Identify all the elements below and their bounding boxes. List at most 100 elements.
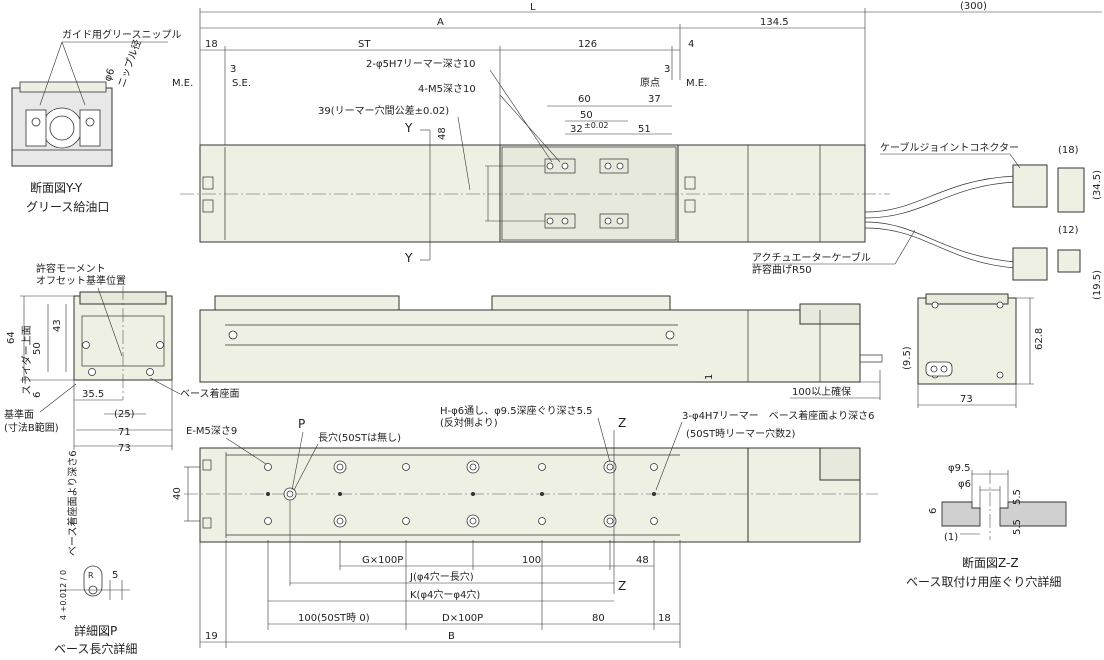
- yy-subtitle: グリース給油口: [26, 200, 109, 214]
- zz-dia-6: φ6: [958, 479, 971, 490]
- left-offset-label: オフセット基準位置: [36, 274, 126, 287]
- zz-dia-9-5: φ9.5: [948, 463, 971, 474]
- bottom-K: K(φ4穴ーφ4穴): [410, 588, 480, 601]
- side-view: 100以上確保 1: [199, 295, 883, 400]
- conn-18: (18): [1058, 145, 1079, 156]
- left-dim-25: (25): [114, 409, 135, 420]
- yy-title: 断面図Y-Y: [30, 180, 83, 195]
- callout-reamer: 2-φ5H7リーマー深さ10: [366, 58, 476, 70]
- bend-radius-label: 許容曲げR50: [752, 263, 812, 276]
- dim-L: L: [530, 2, 536, 13]
- bottom-G: G×100P: [362, 555, 403, 566]
- dim-37: 37: [648, 94, 661, 105]
- bottom-dim-40: 40: [172, 487, 183, 500]
- left-base-mount: ベース着座面: [180, 387, 240, 400]
- left-dim-43: 43: [52, 319, 63, 332]
- bottom-P: P: [298, 417, 305, 431]
- left-dim-50: 50: [32, 342, 43, 355]
- label-origin: 原点: [640, 77, 660, 89]
- dim-50: 50: [580, 110, 593, 121]
- bottom-Z-bottom: Z: [618, 579, 626, 593]
- dim-3a: 3: [230, 64, 236, 75]
- conn-12: (12): [1058, 225, 1079, 236]
- zz-5-5a: 5.5: [1012, 489, 1023, 505]
- cable-connector-label: ケーブルジョイントコネクター: [880, 141, 1019, 154]
- section-y-top: Y: [404, 121, 413, 135]
- yy-nipple-dia: φ6: [102, 67, 117, 83]
- section-zz: φ9.5 φ6 5.5 5.5 6 (1) 断面図Z-Z ベース取付け用座ぐり穴…: [906, 463, 1067, 589]
- dim-ST: ST: [358, 39, 371, 50]
- dim-60: 60: [578, 94, 591, 105]
- bottom-tap: E-M5深さ9: [186, 425, 237, 437]
- dim-3b: 3: [664, 64, 670, 75]
- dim-18: 18: [205, 39, 218, 50]
- dim-134-5: 134.5: [760, 17, 789, 28]
- right-dim-9-5: (9.5): [902, 346, 913, 370]
- label-me-right: M.E.: [686, 78, 707, 89]
- dim-32: 32: [570, 124, 583, 135]
- right-end-view: 62.8 (9.5) 73: [902, 293, 1045, 408]
- section-y-bottom: Y: [404, 251, 413, 265]
- dim-51: 51: [638, 124, 651, 135]
- detail-depth: ベース着座面より深さ6: [66, 450, 79, 556]
- callout-pitch: 39(リーマー穴間公差±0.02): [318, 104, 449, 117]
- dim-300: (300): [960, 1, 987, 12]
- dim-A: A: [437, 17, 444, 28]
- detail-subtitle: ベース長穴詳細: [54, 641, 137, 656]
- zz-title: 断面図Z-Z: [962, 555, 1019, 570]
- left-end-view: 許容モーメント オフセット基準位置 64 43 50 スライダー上面 6 35.…: [4, 262, 240, 454]
- left-moment-label: 許容モーメント: [36, 262, 106, 275]
- dim-48: 48: [437, 127, 448, 140]
- bottom-Z-top: Z: [618, 416, 626, 430]
- bottom-18: 18: [658, 613, 671, 624]
- bottom-100a: 100: [522, 555, 541, 566]
- bottom-B: B: [448, 631, 455, 642]
- left-slider-top: スライダー上面: [20, 325, 33, 395]
- bottom-80: 80: [592, 613, 605, 624]
- dim-4: 4: [688, 39, 694, 50]
- zz-5-5b: 5.5: [1012, 519, 1023, 535]
- bottom-D: D×100P: [442, 613, 483, 624]
- left-dim-35-5: 35.5: [82, 389, 104, 400]
- zz-subtitle: ベース取付け用座ぐり穴詳細: [906, 574, 1061, 589]
- top-dimensions: L (300) A 134.5 18 ST 126 4 3 3 M.E. S.E…: [172, 1, 1102, 150]
- bottom-reamer-note: (50ST時リーマー穴数2): [686, 427, 795, 440]
- left-dim-6: 6: [32, 392, 43, 398]
- bottom-view: 40 E-M5深さ9 P 長穴(50STは無し) H-φ6通し、φ9.5深座ぐり…: [172, 404, 878, 648]
- detail-R: R: [88, 571, 94, 580]
- detail-tol: 4 +0.012 / 0: [59, 570, 68, 620]
- bottom-through-opposite: (反対側より): [440, 416, 498, 429]
- yy-nipple-label: ガイド用グリースニップル: [62, 28, 182, 41]
- left-dim-73: 73: [118, 443, 131, 454]
- zz-1: (1): [944, 532, 958, 543]
- conn-34-5: (34.5): [1092, 170, 1103, 200]
- actuator-cable-label: アクチュエーターケーブル: [752, 251, 871, 264]
- detail-p: 5 R 4 +0.012 / 0 ベース着座面より深さ6 詳細図P ベース長穴詳…: [54, 450, 137, 656]
- left-ref-label: 基準面: [4, 408, 34, 421]
- left-dim-64: 64: [6, 331, 17, 344]
- label-me-left: M.E.: [172, 78, 193, 89]
- left-dim-71: 71: [118, 427, 131, 438]
- right-dim-62-8: 62.8: [1034, 328, 1045, 350]
- detail-5: 5: [112, 570, 118, 581]
- conn-19-5: (19.5): [1092, 270, 1103, 300]
- bottom-19: 19: [205, 631, 218, 642]
- yy-nipple-dia-label: ニップル径: [115, 38, 144, 89]
- left-ref-range: (寸法B範囲): [4, 421, 59, 434]
- detail-title: 詳細図P: [74, 623, 117, 638]
- callout-tap: 4-M5深さ10: [418, 83, 476, 95]
- bottom-48: 48: [636, 555, 649, 566]
- side-dim-1: 1: [704, 374, 715, 380]
- label-se: S.E.: [232, 78, 251, 89]
- dim-32-tol: ±0.02: [584, 121, 609, 130]
- bottom-through: H-φ6通し、φ9.5深座ぐり深さ5.5: [440, 404, 593, 417]
- bottom-100b: 100(50ST時 0): [298, 612, 370, 624]
- section-yy: ガイド用グリースニップル φ6 ニップル径 断面図Y-Y グリース給油口: [11, 28, 182, 214]
- cables: ケーブルジョイントコネクター アクチュエーターケーブル 許容曲げR50 (18)…: [752, 141, 1103, 300]
- zz-6: 6: [928, 508, 939, 514]
- side-clearance: 100以上確保: [792, 385, 851, 398]
- bottom-J: J(φ4穴ー長穴): [409, 570, 474, 583]
- bottom-slot: 長穴(50STは無し): [318, 431, 401, 444]
